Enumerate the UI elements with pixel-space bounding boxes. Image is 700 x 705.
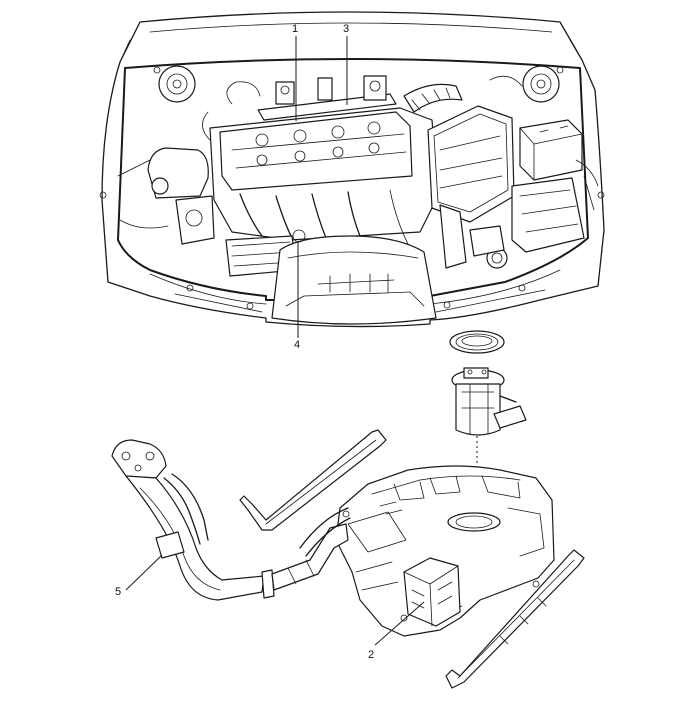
- callout-1: 1: [292, 23, 299, 35]
- fuel-tank: [335, 465, 555, 637]
- callout-4: 4: [294, 339, 301, 351]
- callout-5: 5: [115, 586, 122, 598]
- callout-3: 3: [343, 23, 350, 35]
- fuel-pump-assembly: [449, 330, 527, 516]
- tank-straps: [239, 429, 585, 689]
- engine-bay: [99, 11, 605, 328]
- leader-lines: [125, 36, 425, 646]
- callout-2: 2: [368, 649, 375, 661]
- filler-neck: [111, 439, 351, 601]
